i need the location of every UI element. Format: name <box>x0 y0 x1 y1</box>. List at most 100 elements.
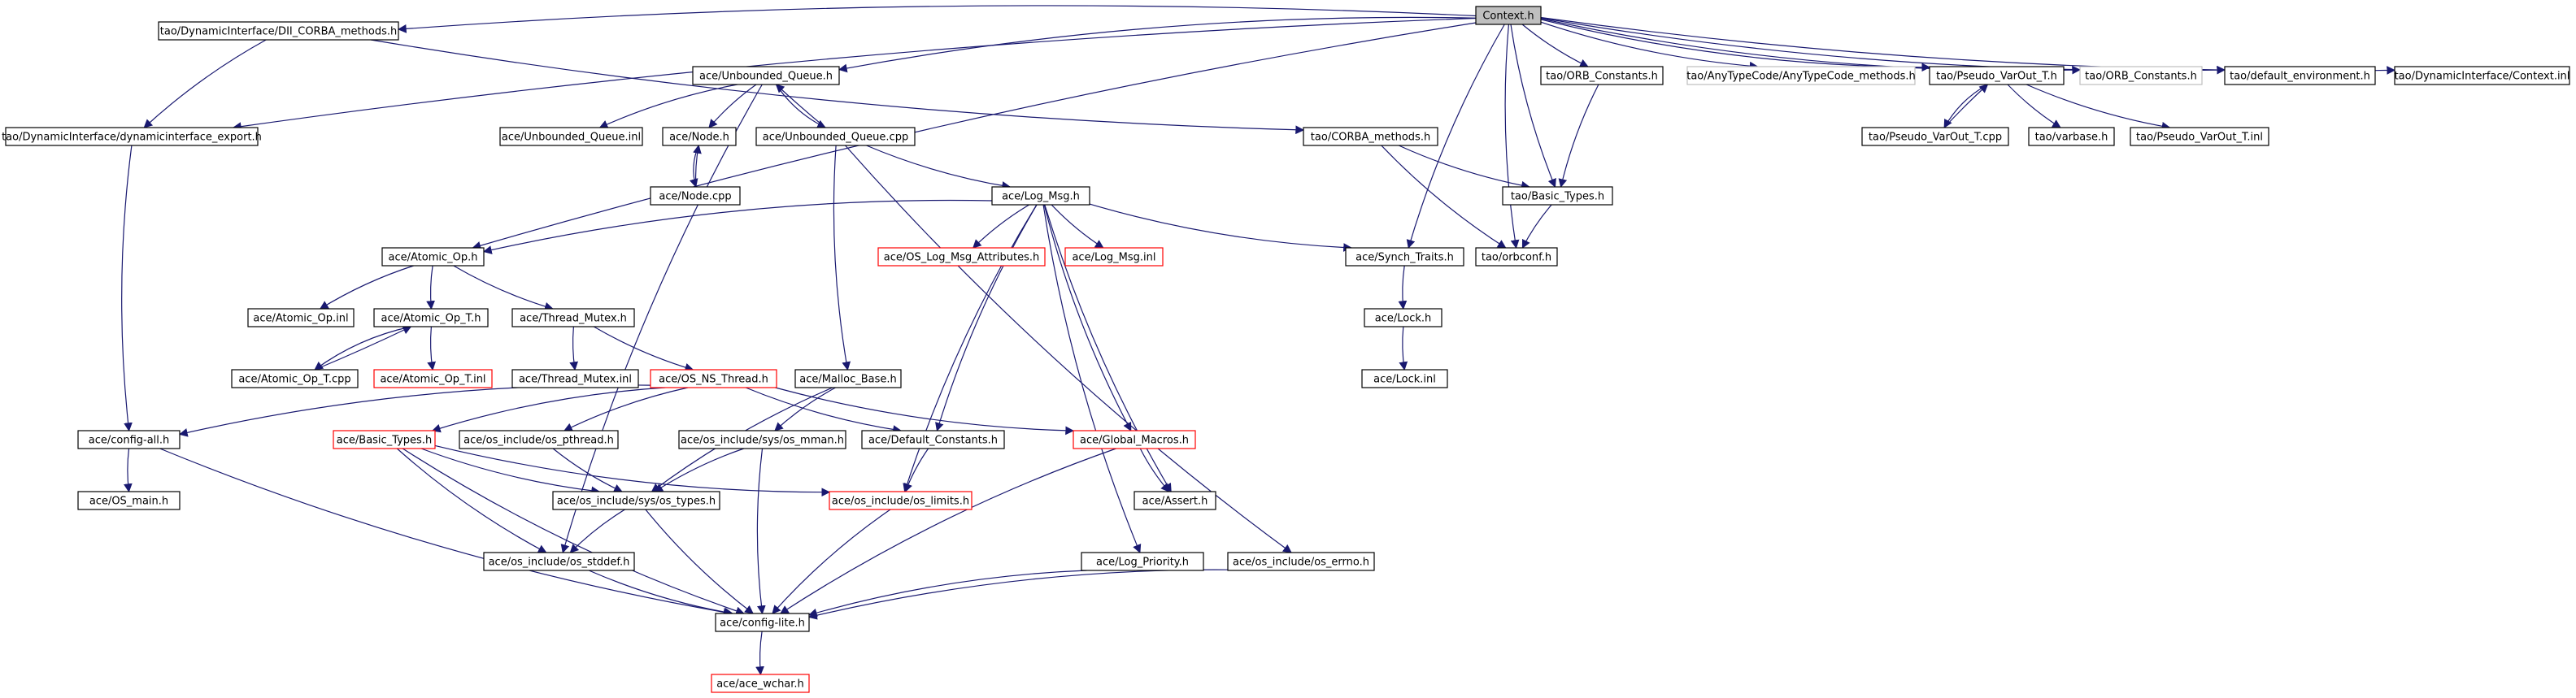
node-os_main_h[interactable]: ace/OS_main.h <box>77 491 181 510</box>
node-box <box>511 308 635 327</box>
node-label: ace/Log_Msg.inl <box>1072 252 1155 264</box>
node-orb_constants_h2[interactable]: tao/ORB_Constants.h <box>2079 66 2203 85</box>
node-atomic_op_h[interactable]: ace/Atomic_Op.h <box>381 247 485 267</box>
node-label: ace/os_include/sys/os_mman.h <box>681 435 844 447</box>
node-default_environment_h[interactable]: tao/default_environment.h <box>2224 66 2376 85</box>
node-label: ace/Node.cpp <box>659 191 731 203</box>
node-box <box>247 308 355 327</box>
node-malloc_base_h[interactable]: ace/Malloc_Base.h <box>794 369 902 388</box>
node-ace_basic_types_h[interactable]: ace/Basic_Types.h <box>333 430 436 449</box>
node-orbconf_h[interactable]: tao/orbconf.h <box>1475 247 1558 267</box>
node-tao_basic_types_h[interactable]: tao/Basic_Types.h <box>1502 186 1613 206</box>
node-label: tao/ORB_Constants.h <box>1546 71 1658 83</box>
node-node_h[interactable]: ace/Node.h <box>662 127 737 146</box>
edge-pseudo_varout_t_h-to-varbase_h <box>2007 84 2061 128</box>
node-atomic_op_t_inl[interactable]: ace/Atomic_Op_T.inl <box>373 369 493 388</box>
node-thread_mutex_h[interactable]: ace/Thread_Mutex.h <box>511 308 635 327</box>
node-box <box>1475 6 1542 25</box>
edge-global_macros_h-to-config_lite_h <box>779 448 1116 614</box>
node-os_limits_h[interactable]: ace/os_include/os_limits.h <box>829 491 973 510</box>
edge-unbounded_queue_h-to-os_stddef_h <box>560 84 763 554</box>
edge-os_stddef_h-to-config_lite_h <box>588 570 733 617</box>
node-unbounded_queue_cpp[interactable]: ace/Unbounded_Queue.cpp <box>755 127 916 146</box>
node-default_constants_h[interactable]: ace/Default_Constants.h <box>861 430 1005 449</box>
node-box <box>5 127 259 146</box>
node-label: tao/ORB_Constants.h <box>2085 71 2197 83</box>
node-label: ace/Atomic_Op.inl <box>253 313 348 325</box>
edge-log_msg_h-to-global_macros_h <box>1043 204 1132 431</box>
node-box <box>755 127 916 146</box>
node-assert_h[interactable]: ace/Assert.h <box>1134 491 1216 510</box>
node-os_mman_h[interactable]: ace/os_include/sys/os_mman.h <box>678 430 846 449</box>
edge-dii_corba_methods_h-to-corba_methods_h <box>371 39 1305 135</box>
node-thread_mutex_inl[interactable]: ace/Thread_Mutex.inl <box>511 369 639 388</box>
edge-context_h-to-tao_basic_types_h <box>1510 24 1556 189</box>
node-box <box>794 369 902 388</box>
node-atomic_op_inl[interactable]: ace/Atomic_Op.inl <box>247 308 355 327</box>
node-os_types_h[interactable]: ace/os_include/sys/os_types.h <box>552 491 720 510</box>
node-box <box>77 430 181 449</box>
node-lock_h[interactable]: ace/Lock.h <box>1364 308 1442 327</box>
node-varbase_h[interactable]: tao/varbase.h <box>2028 127 2115 146</box>
node-os_stddef_h[interactable]: ace/os_include/os_stddef.h <box>483 552 635 571</box>
edge-atomic_op_h-to-atomic_op_t_h <box>426 265 435 310</box>
edge-os_ns_thread_h-to-global_macros_h <box>775 387 1075 436</box>
node-ace_wchar_h[interactable]: ace/ace_wchar.h <box>711 674 810 693</box>
node-synch_traits_h[interactable]: ace/Synch_Traits.h <box>1345 247 1464 267</box>
node-box <box>499 127 643 146</box>
node-pseudo_varout_t_inl[interactable]: tao/Pseudo_VarOut_T.inl <box>2130 127 2269 146</box>
node-global_macros_h[interactable]: ace/Global_Macros.h <box>1073 430 1196 449</box>
node-atomic_op_t_cpp[interactable]: ace/Atomic_Op_T.cpp <box>231 369 359 388</box>
node-pseudo_varout_t_cpp[interactable]: tao/Pseudo_VarOut_T.cpp <box>1861 127 2009 146</box>
edge-os_errno_h-to-config_lite_h <box>807 569 1229 620</box>
node-os_pthread_h[interactable]: ace/os_include/os_pthread.h <box>459 430 619 449</box>
node-os_log_msg_attributes_h[interactable]: ace/OS_Log_Msg_Attributes.h <box>877 247 1046 267</box>
node-label: tao/varbase.h <box>2035 132 2108 144</box>
node-di_context_inl[interactable]: tao/DynamicInterface/Context.inl <box>2394 66 2570 85</box>
node-corba_methods_h[interactable]: tao/CORBA_methods.h <box>1303 127 1438 146</box>
node-pseudo_varout_t_h[interactable]: tao/Pseudo_VarOut_T.h <box>1929 66 2065 85</box>
edge-malloc_base_h-to-os_mman_h <box>774 387 836 431</box>
edge-corba_methods_h-to-tao_basic_types_h <box>1398 145 1530 190</box>
node-box <box>1686 66 1916 85</box>
node-unbounded_queue_h[interactable]: ace/Unbounded_Queue.h <box>692 66 840 85</box>
node-dii_corba_methods_h[interactable]: tao/DynamicInterface/DII_CORBA_methods.h <box>158 21 399 41</box>
node-log_msg_inl[interactable]: ace/Log_Msg.inl <box>1064 247 1164 267</box>
node-box <box>373 308 489 327</box>
node-label: tao/orbconf.h <box>1482 252 1551 264</box>
node-label: ace/Thread_Mutex.h <box>520 313 627 325</box>
node-box <box>381 247 485 267</box>
edge-os_ns_thread_h-to-default_constants_h <box>745 387 902 434</box>
node-log_msg_h[interactable]: ace/Log_Msg.h <box>991 186 1090 206</box>
node-box <box>1540 66 1664 85</box>
edge-context_h-to-dynamicinterface_export_h <box>232 17 1477 131</box>
node-label: ace/Unbounded_Queue.cpp <box>763 132 908 144</box>
node-os_errno_h[interactable]: ace/os_include/os_errno.h <box>1227 552 1375 571</box>
node-unbounded_queue_inl[interactable]: ace/Unbounded_Queue.inl <box>499 127 643 146</box>
node-label: tao/CORBA_methods.h <box>1311 132 1430 144</box>
node-os_ns_thread_h[interactable]: ace/OS_NS_Thread.h <box>650 369 777 388</box>
edge-os_ns_thread_h-to-os_pthread_h <box>564 387 689 431</box>
node-anytypecode_methods_h[interactable]: tao/AnyTypeCode/AnyTypeCode_methods.h <box>1686 66 1916 85</box>
node-box <box>1929 66 2065 85</box>
node-label: ace/Log_Msg.h <box>1002 191 1080 203</box>
node-label: ace/Atomic_Op.h <box>389 252 478 264</box>
node-context_h[interactable]: Context.h <box>1475 6 1542 25</box>
node-log_priority_h[interactable]: ace/Log_Priority.h <box>1081 552 1204 571</box>
node-lock_inl[interactable]: ace/Lock.inl <box>1361 369 1448 388</box>
edge-log_msg_h-to-assert_h <box>1044 204 1172 492</box>
node-label: ace/Thread_Mutex.inl <box>519 374 632 386</box>
edge-global_macros_h-to-assert_h <box>1139 448 1170 492</box>
edge-log_msg_h-to-log_msg_inl <box>1051 204 1104 249</box>
node-atomic_op_t_h[interactable]: ace/Atomic_Op_T.h <box>373 308 489 327</box>
edge-log_priority_h-to-config_lite_h <box>807 570 1087 618</box>
node-orb_constants_h1[interactable]: tao/ORB_Constants.h <box>1540 66 1664 85</box>
edge-log_msg_h-to-default_constants_h <box>935 204 1038 432</box>
node-box <box>692 66 840 85</box>
node-config_all_h[interactable]: ace/config-all.h <box>77 430 181 449</box>
node-node_cpp[interactable]: ace/Node.cpp <box>650 186 741 206</box>
node-dynamicinterface_export_h[interactable]: tao/DynamicInterface/dynamicinterface_ex… <box>2 127 262 146</box>
node-config_lite_h[interactable]: ace/config-lite.h <box>715 613 810 632</box>
edge-default_constants_h-to-os_limits_h <box>903 448 929 493</box>
